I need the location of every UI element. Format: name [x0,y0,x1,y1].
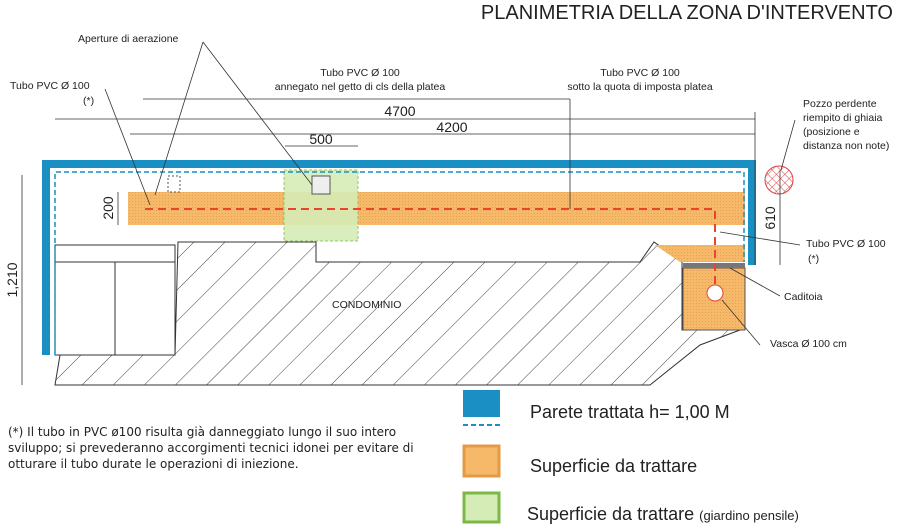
label-tubo-lower-note: (*) [808,253,819,265]
legend-surface-swatch [462,444,501,478]
label-pozzo-4: distanza non note) [803,140,889,152]
label-pozzo-3: (posizione e [803,126,860,138]
legend-wall-label: Parete trattata h= 1,00 M [530,402,730,422]
legend-wall-swatch [463,390,500,417]
treated-wall [42,160,756,355]
vasca-icon [706,284,724,302]
footnote: (*) Il tubo in PVC ø100 risulta già dann… [8,425,414,471]
dim-4700: 4700 [384,103,415,119]
dim-4200: 4200 [436,119,467,135]
treated-wall-inner [54,171,745,355]
legend-garden-label: Superficie da trattare [527,504,694,524]
surface-lower [655,245,745,262]
legend-garden-note: (giardino pensile) [699,508,799,523]
label-tubo-mid: Tubo PVC Ø 100 [320,67,400,79]
legend-surface-label: Superficie da trattare [530,456,697,476]
vent-opening [167,175,181,193]
label-aperture: Aperture di aerazione [78,33,179,45]
label-condominio: CONDOMINIO [332,299,401,311]
label-pozzo-1: Pozzo perdente [803,98,877,110]
dim-610: 610 [762,206,778,230]
dim-500: 500 [309,131,333,147]
drawing-title: PLANIMETRIA DELLA ZONA D'INTERVENTO [481,2,893,24]
label-tubo-lower: Tubo PVC Ø 100 [806,238,886,250]
label-vasca: Vasca Ø 100 cm [770,338,847,350]
label-tubo-left-note: (*) [83,95,94,107]
pvc-pipe [145,208,716,300]
dim-1210: 1,210 [4,262,20,297]
pozzo-icon [764,165,794,195]
label-tubo-left: Tubo PVC Ø 100 [10,80,90,92]
label-tubo-right-2: sotto la quota di imposta platea [567,81,713,93]
label-caditoia: Caditoia [784,291,823,303]
legend-garden-swatch [462,491,501,524]
label-tubo-right: Tubo PVC Ø 100 [600,67,680,79]
legend-garden-text: Superficie da trattare (giardino pensile… [527,504,799,524]
dim-200: 200 [100,196,116,220]
label-tubo-mid-2: annegato nel getto di cls della platea [275,81,446,93]
label-pozzo-2: riempito di ghiaia [803,112,883,124]
vent-opening [311,175,331,195]
